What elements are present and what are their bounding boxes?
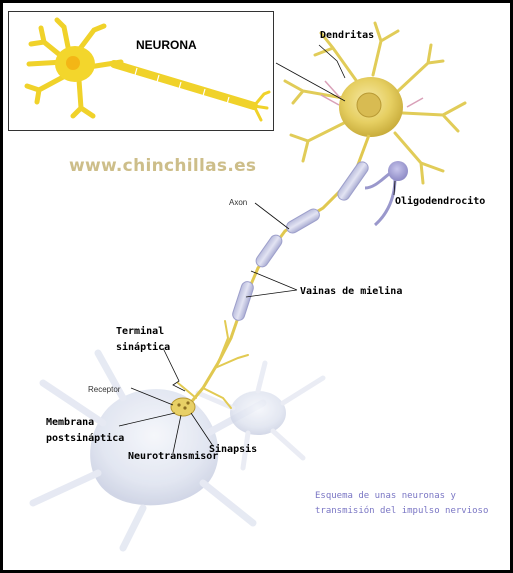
caption-line-1: Esquema de unas neuronas y	[315, 491, 456, 501]
oligodendrocyte	[364, 161, 408, 227]
label-terminal: Terminal	[116, 326, 165, 337]
watermark-url: www.chinchillas.es	[69, 156, 257, 176]
inset-title: NEURONA	[136, 38, 197, 52]
label-neurotransmisor: Neurotransmisor	[128, 451, 219, 462]
postsynaptic-neuron	[29, 349, 267, 552]
label-oligodendrocito: Oligodendrocito	[395, 196, 486, 207]
secondary-postsynaptic-neuron	[195, 360, 326, 471]
caption-line-2: transmisión del impulso nervioso	[315, 506, 489, 516]
label-membrana: Membrana	[46, 417, 95, 428]
leader-lines	[118, 44, 396, 454]
diagram-canvas: NEURONA www.chinchillas.es Dendritas Oli…	[3, 3, 510, 570]
dendrites	[283, 21, 467, 185]
myelin-sheaths	[232, 161, 369, 321]
inset-neuron-drawing	[24, 17, 271, 122]
synaptic-terminal	[170, 397, 196, 417]
label-axon: Axon	[229, 198, 248, 207]
axon-terminals	[177, 320, 249, 409]
cell-body	[339, 77, 403, 137]
label-vainas-mielina: Vainas de mielina	[300, 286, 403, 297]
label-postsinaptica: postsináptica	[46, 433, 125, 444]
dendrite-highlights	[320, 80, 424, 108]
inset-panel	[8, 11, 274, 131]
label-sinaptica: sináptica	[116, 342, 171, 353]
neuron-illustration	[29, 21, 467, 552]
label-receptor: Receptor	[88, 385, 121, 394]
caption: Esquema de unas neuronas y transmisión d…	[315, 489, 488, 519]
label-sinapsis: Sinapsis	[209, 444, 258, 455]
label-dendritas: Dendritas	[320, 30, 375, 41]
